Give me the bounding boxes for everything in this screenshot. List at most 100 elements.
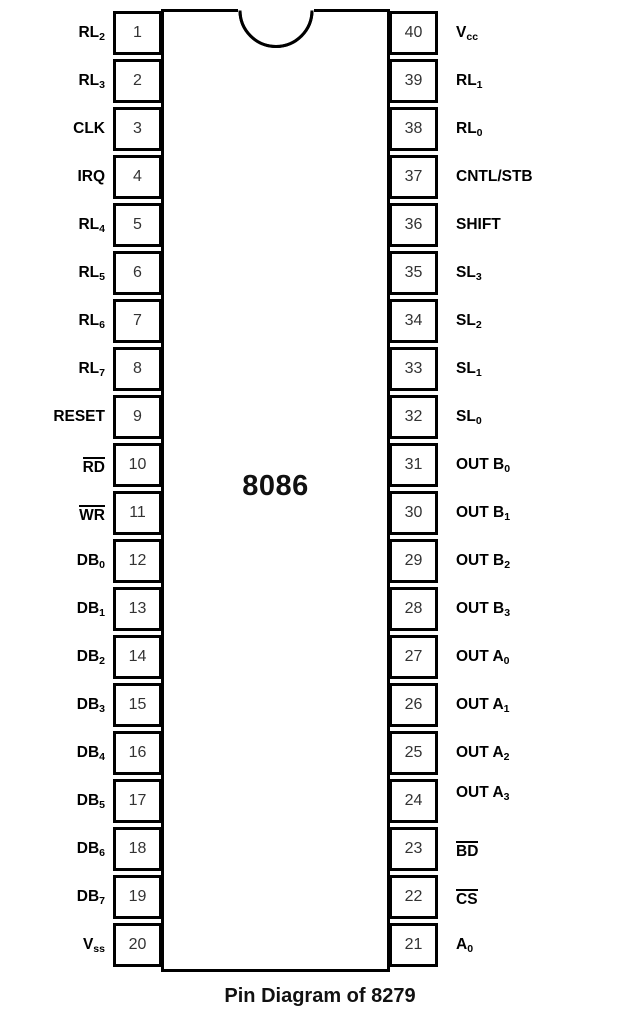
pin-signal-label-12: DB0 (76, 552, 105, 571)
pin-signal-label-23: BD (456, 841, 479, 860)
pin-number: 39 (404, 72, 423, 89)
pin-box-9[interactable]: 9 (113, 395, 162, 439)
pin-label-subscript: 0 (99, 558, 105, 571)
pin-number: 25 (404, 744, 423, 761)
pin-box-31[interactable]: 31 (389, 443, 438, 487)
pin-box-22[interactable]: 22 (389, 875, 438, 919)
pin-signal-label-33: SL1 (456, 360, 482, 379)
pin-box-3[interactable]: 3 (113, 107, 162, 151)
pin-label-subscript: 1 (476, 78, 483, 91)
pin-box-37[interactable]: 37 (389, 155, 438, 199)
pin-label-subscript: 3 (503, 790, 510, 803)
pin-signal-label-19: DB7 (76, 888, 105, 907)
pin-box-34[interactable]: 34 (389, 299, 438, 343)
pin-box-14[interactable]: 14 (113, 635, 162, 679)
pin-box-25[interactable]: 25 (389, 731, 438, 775)
pin-number: 35 (404, 264, 423, 281)
pin-label-subscript: cc (466, 30, 479, 43)
pin-box-17[interactable]: 17 (113, 779, 162, 823)
pin-signal-label-24: OUT A3 (456, 784, 510, 803)
pin-number: 8 (133, 360, 142, 377)
pin-box-20[interactable]: 20 (113, 923, 162, 967)
pin-number: 30 (404, 504, 423, 521)
pin-number: 27 (404, 648, 423, 665)
pin-label-subscript: 0 (467, 942, 474, 955)
pin-box-35[interactable]: 35 (389, 251, 438, 295)
pin-number: 34 (404, 312, 423, 329)
pin-label-subscript: 0 (504, 462, 511, 475)
pin-signal-label-26: OUT A1 (456, 696, 510, 715)
pin-box-7[interactable]: 7 (113, 299, 162, 343)
pin-box-23[interactable]: 23 (389, 827, 438, 871)
pin-number: 14 (128, 648, 147, 665)
pin-box-15[interactable]: 15 (113, 683, 162, 727)
pin-box-19[interactable]: 19 (113, 875, 162, 919)
pin-box-4[interactable]: 4 (113, 155, 162, 199)
pin-signal-label-3: CLK (73, 120, 105, 137)
pin-signal-label-40: Vcc (456, 24, 479, 43)
pin-label-subscript: 2 (99, 654, 105, 667)
pin-box-10[interactable]: 10 (113, 443, 162, 487)
pin-number: 9 (133, 408, 142, 425)
pin-label-subscript: 5 (99, 798, 105, 811)
pin-box-1[interactable]: 1 (113, 11, 162, 55)
pin-label-subscript: 2 (475, 318, 482, 331)
pin-number: 33 (404, 360, 423, 377)
pin-label-subscript: 3 (475, 270, 482, 283)
pin-number: 19 (128, 888, 147, 905)
pin-number: 11 (129, 504, 146, 521)
pin-box-8[interactable]: 8 (113, 347, 162, 391)
pin-label-subscript: 3 (504, 606, 511, 619)
pin-signal-label-9: RESET (53, 408, 105, 425)
pin-number: 6 (133, 264, 142, 281)
pin-box-18[interactable]: 18 (113, 827, 162, 871)
pin-signal-label-14: DB2 (76, 648, 105, 667)
pin-number: 37 (404, 168, 423, 185)
pin-signal-label-11: WR (79, 505, 105, 524)
pin-box-12[interactable]: 12 (113, 539, 162, 583)
pin-number: 13 (128, 600, 147, 617)
pin-box-36[interactable]: 36 (389, 203, 438, 247)
pin-label-subscript: 2 (504, 558, 511, 571)
pin-signal-label-16: DB4 (76, 744, 105, 763)
pin-box-24[interactable]: 24 (389, 779, 438, 823)
pin-box-32[interactable]: 32 (389, 395, 438, 439)
pin-number: 12 (128, 552, 147, 569)
pin-box-38[interactable]: 38 (389, 107, 438, 151)
pin-box-28[interactable]: 28 (389, 587, 438, 631)
pin-box-26[interactable]: 26 (389, 683, 438, 727)
pin-box-27[interactable]: 27 (389, 635, 438, 679)
pin-signal-label-21: A0 (456, 936, 474, 955)
pin-number: 4 (133, 168, 142, 185)
pin-number: 16 (128, 744, 147, 761)
pin-signal-label-15: DB3 (76, 696, 105, 715)
pin-box-33[interactable]: 33 (389, 347, 438, 391)
pin-box-5[interactable]: 5 (113, 203, 162, 247)
pin-box-30[interactable]: 30 (389, 491, 438, 535)
pin-number: 10 (128, 456, 147, 473)
pin-label-subscript: 1 (475, 366, 482, 379)
pin-box-39[interactable]: 39 (389, 59, 438, 103)
pin-box-6[interactable]: 6 (113, 251, 162, 295)
pin-box-11[interactable]: 11 (113, 491, 162, 535)
pin-signal-label-34: SL2 (456, 312, 482, 331)
chip-body-outline (161, 9, 390, 972)
pin-label-subscript: 6 (99, 846, 105, 859)
pin-signal-label-6: RL5 (78, 264, 105, 283)
pin-box-2[interactable]: 2 (113, 59, 162, 103)
pin-number: 24 (404, 792, 423, 809)
pin-label-subscript: 7 (99, 894, 105, 907)
pin-signal-label-39: RL1 (456, 72, 483, 91)
pin-box-16[interactable]: 16 (113, 731, 162, 775)
pin-label-subscript: 2 (503, 750, 510, 763)
diagram-caption: Pin Diagram of 8279 (224, 985, 416, 1007)
pin-label-subscript: 0 (503, 654, 510, 667)
pin-label-subscript: 1 (503, 702, 510, 715)
pin-box-29[interactable]: 29 (389, 539, 438, 583)
pin-box-13[interactable]: 13 (113, 587, 162, 631)
pin-number: 26 (404, 696, 423, 713)
chip-notch-icon (238, 9, 314, 50)
pin-box-21[interactable]: 21 (389, 923, 438, 967)
pin-box-40[interactable]: 40 (389, 11, 438, 55)
